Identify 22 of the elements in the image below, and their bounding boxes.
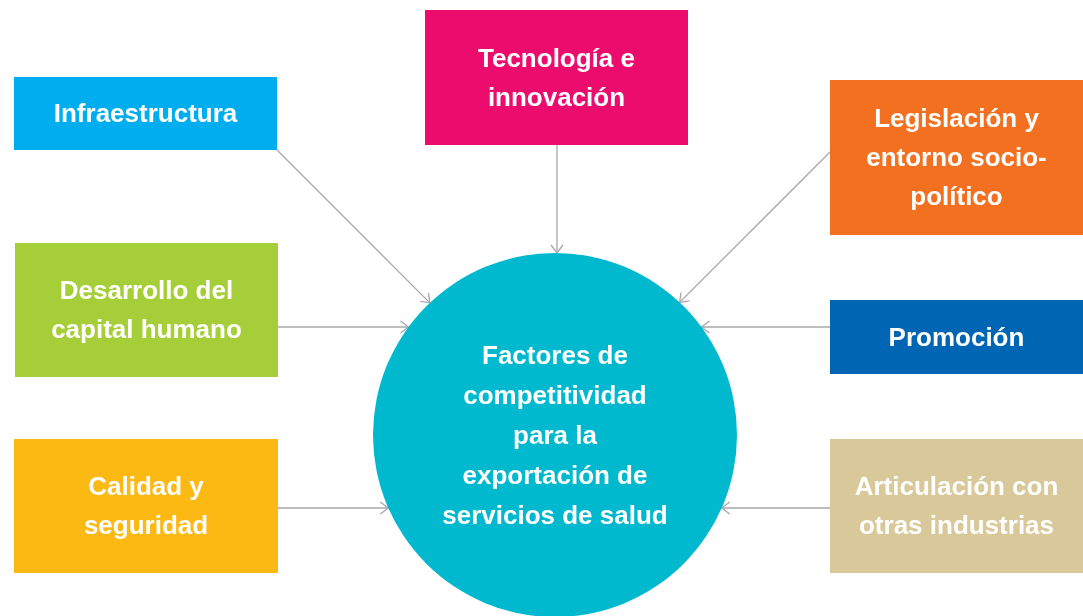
factor-box [14,77,277,150]
factor-box [830,80,1083,235]
factor-box [830,439,1083,573]
arrow [721,501,831,515]
factor-box [830,300,1083,374]
node-text: Desarrollo del capital humano [50,274,243,346]
arrow [277,320,410,334]
arrow [679,151,831,303]
arrow [276,149,431,304]
arrow [277,501,389,515]
factor-box [15,243,278,377]
node-text: Tecnología e innovación [477,41,636,114]
node-text: Infraestructura [53,97,238,130]
factor-box [425,10,688,145]
node-text: Legislación y entorno socio-político [865,102,1048,213]
arrow [550,144,564,254]
node-text: Factores de competitividad para la exportación de servicios de salud [441,339,669,532]
arrow [700,320,831,334]
node-text: Articulación con otras industrias [853,470,1060,542]
node-text: Promoción [888,320,1025,354]
node-text: Calidad y seguridad [82,470,210,542]
factor-box [14,439,278,573]
